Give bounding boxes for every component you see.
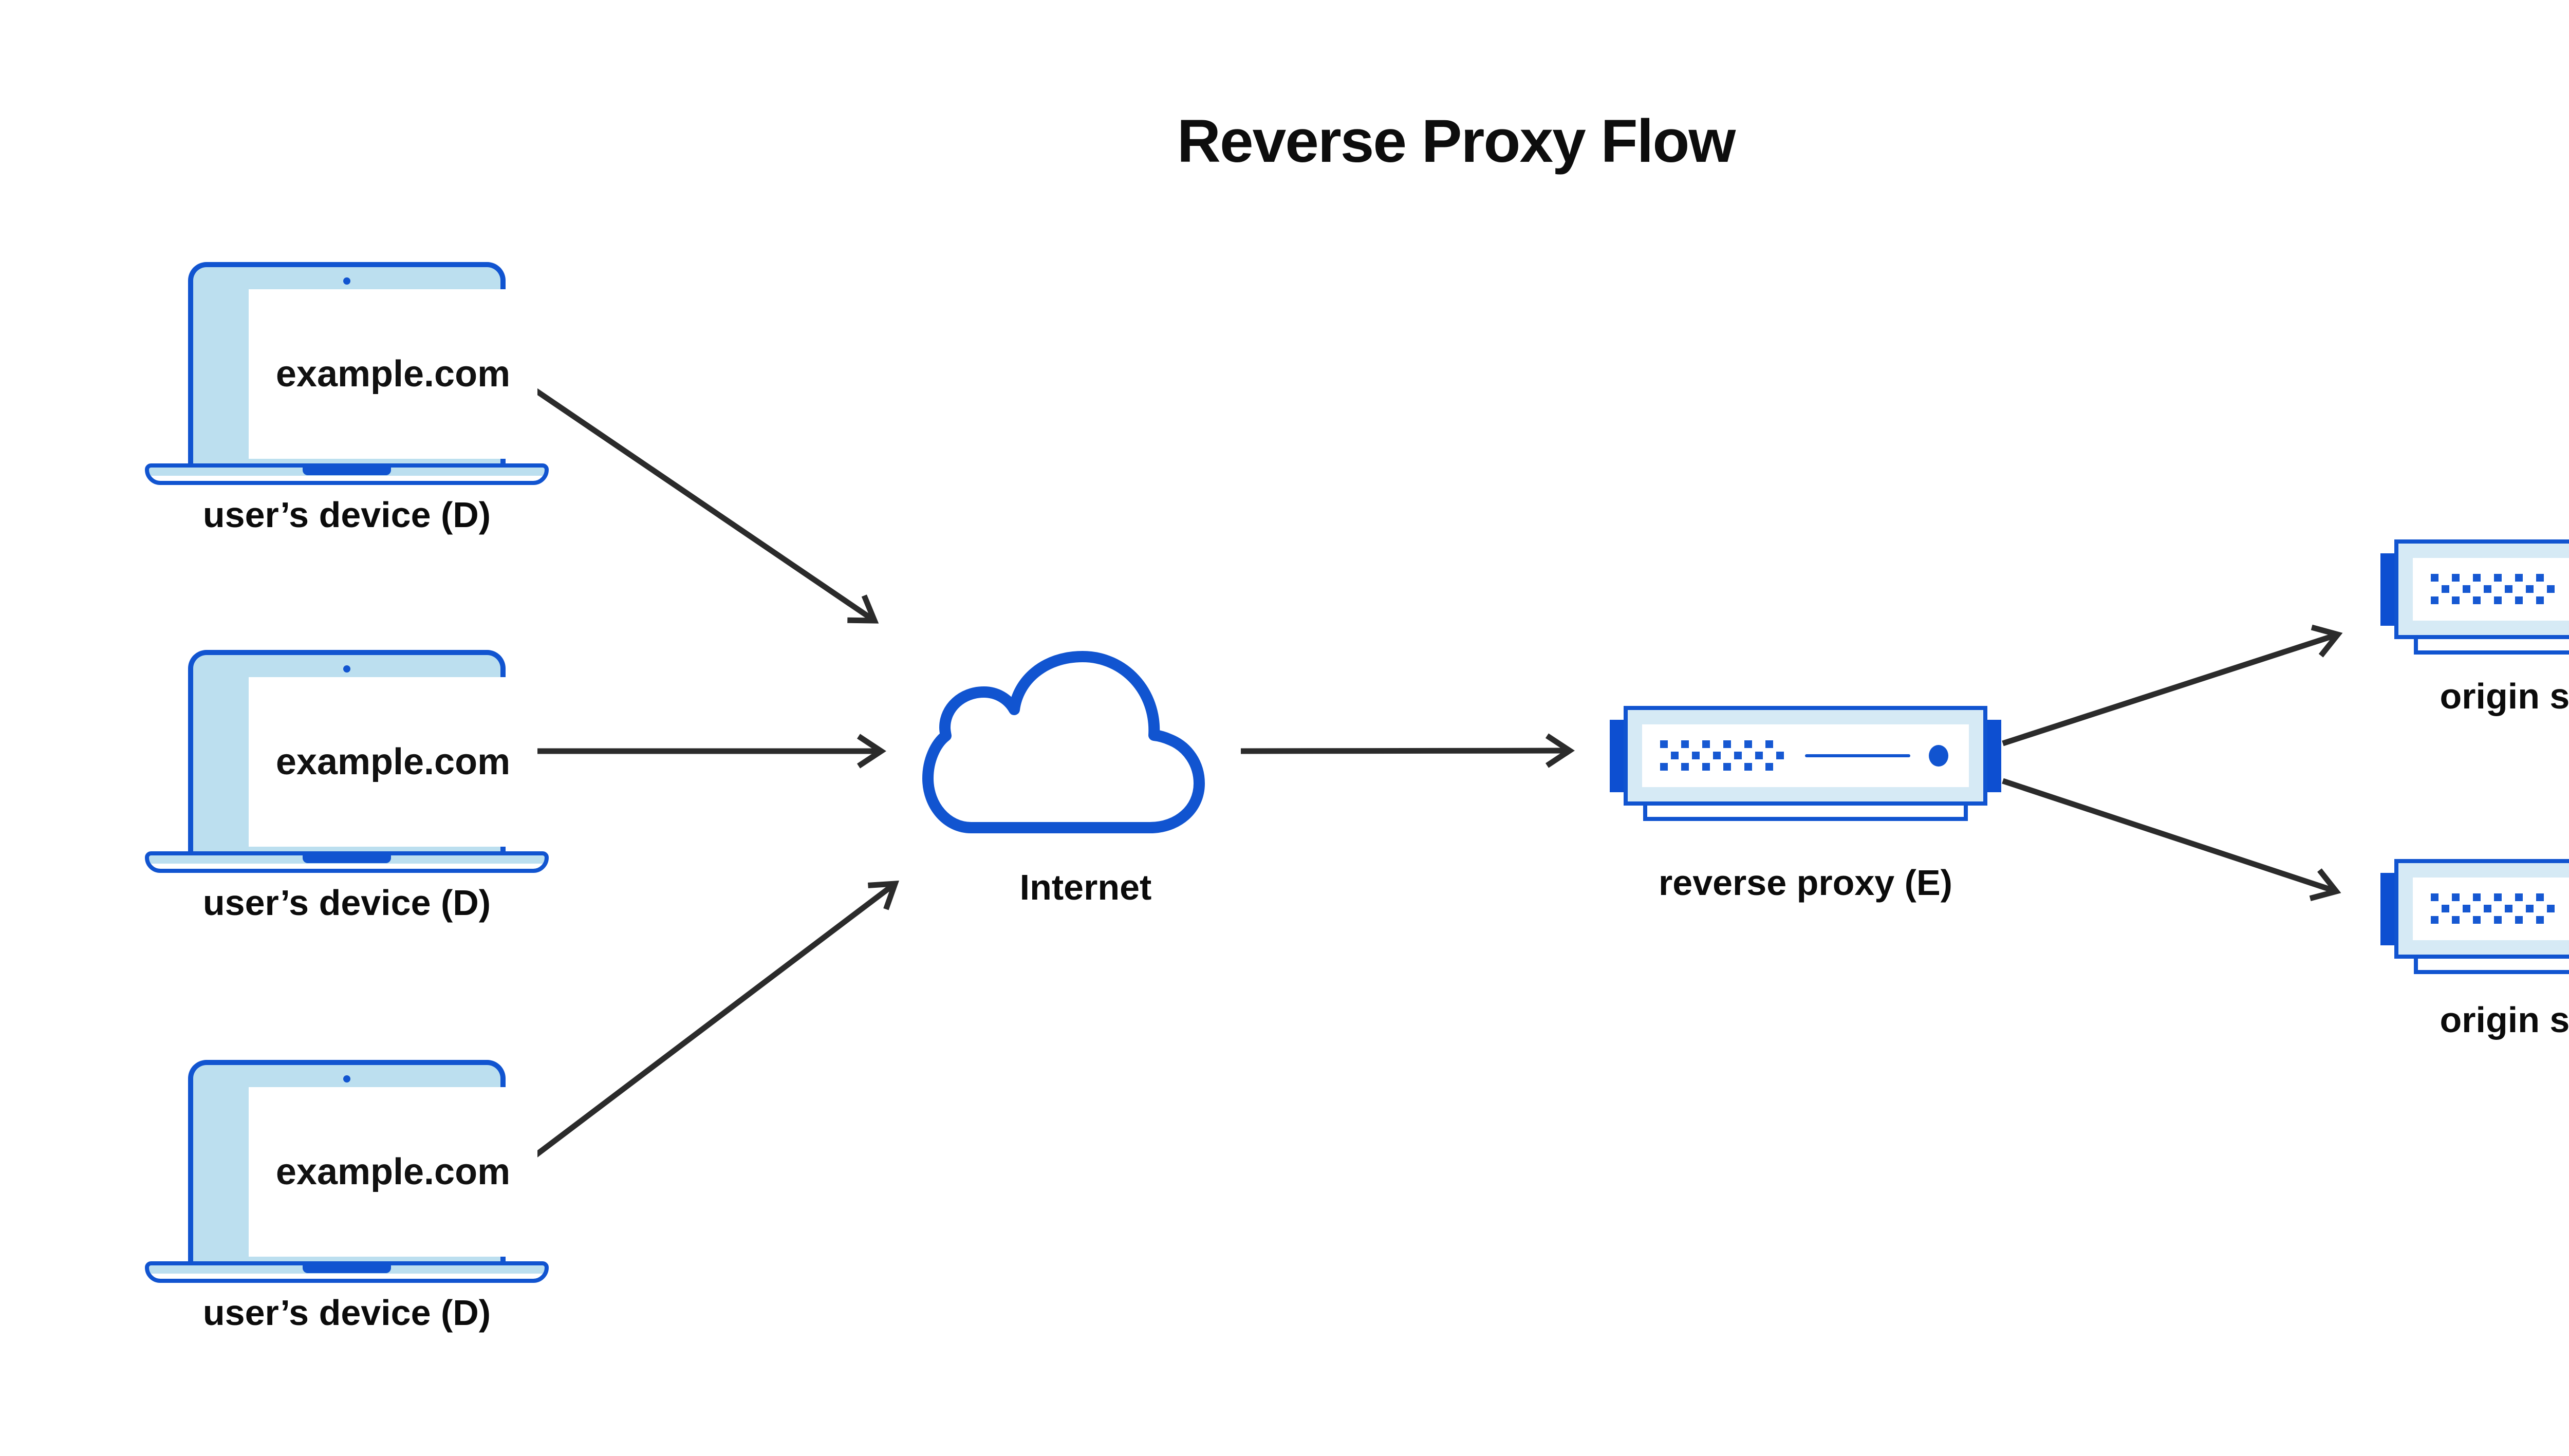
laptop-screen-label: example.com (249, 1087, 537, 1257)
laptop-icon: example.com (188, 1060, 537, 1261)
laptop-notch (303, 468, 391, 475)
server-tray (1643, 806, 1968, 821)
server-icon (2394, 539, 2569, 639)
server-tray (2414, 959, 2569, 974)
internet-label: Internet (1019, 867, 1152, 907)
server-vent-dots (2431, 574, 2555, 604)
device-caption: user’s device (D) (202, 1293, 491, 1333)
server-vent-dots (2431, 893, 2555, 924)
server-led-icon (1929, 745, 1948, 767)
origin-server-1 (2380, 539, 2569, 655)
server-slot-line (1805, 754, 1910, 757)
laptop-notch (303, 1265, 391, 1273)
laptop-notch (303, 855, 391, 863)
laptop-base (145, 463, 549, 485)
server-panel (1642, 724, 1969, 787)
server-panel (2413, 878, 2569, 940)
laptop-screen-label: example.com (249, 677, 537, 847)
webcam-dot-icon (343, 665, 350, 673)
laptop-icon: example.com (188, 262, 537, 463)
internet-node (917, 646, 1213, 839)
server-panel (2413, 558, 2569, 621)
arrow-proxy-to-origin2 (2002, 778, 2341, 902)
server-icon (1624, 706, 1987, 806)
laptop-icon: example.com (188, 650, 537, 851)
page-title: Reverse Proxy Flow (1177, 107, 1736, 175)
server-icon (2394, 859, 2569, 959)
server-tray (2414, 639, 2569, 655)
laptop-base (145, 851, 549, 873)
origin-server-2 (2380, 859, 2569, 974)
device-caption: user’s device (D) (202, 495, 491, 535)
cloud-icon (922, 651, 1205, 833)
origin-server-1-label: origin server (F) (2440, 676, 2569, 716)
reverse-proxy-label: reverse proxy (E) (1659, 863, 1952, 903)
user-device-2: example.com user’s device (D) (145, 650, 549, 927)
arrow-proxy-to-origin1 (2002, 624, 2343, 746)
arrow-device1-to-internet (504, 368, 879, 624)
origin-server-2-label: origin server (F) (2440, 1000, 2569, 1040)
webcam-dot-icon (343, 277, 350, 285)
user-device-1: example.com user’s device (D) (145, 262, 549, 539)
laptop-base (145, 1261, 549, 1283)
reverse-proxy-node (1610, 706, 2001, 821)
user-device-3: example.com user’s device (D) (145, 1060, 549, 1337)
webcam-dot-icon (343, 1075, 350, 1082)
laptop-screen-label: example.com (249, 289, 537, 459)
server-vent-dots (1660, 740, 1784, 771)
device-caption: user’s device (D) (202, 883, 491, 923)
arrow-device3-to-internet (504, 880, 899, 1180)
